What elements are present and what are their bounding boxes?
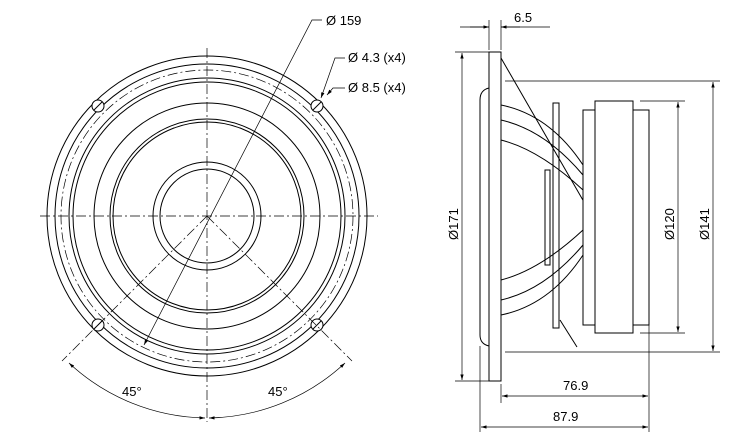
screw-leader (326, 87, 345, 96)
center-lines (40, 48, 378, 422)
cone-plate (552, 102, 560, 329)
dim-basket-dia: Ø141 (697, 208, 712, 240)
gasket (479, 87, 490, 347)
angle-lines (61, 215, 353, 362)
dim-screw-dia: Ø 8.5 (x4) (348, 80, 406, 95)
angle-left-label: 45° (122, 384, 142, 399)
screw-icon (91, 99, 105, 113)
dim-outer-dia: Ø 159 (326, 13, 361, 28)
dim-flange-thickness: 6.5 (514, 10, 532, 25)
dim-frame-dia: Ø171 (446, 208, 461, 240)
basket-arms (500, 104, 584, 316)
hole-leader (320, 57, 345, 99)
flange (488, 51, 502, 382)
front-view: Ø 159 Ø 4.3 (x4) Ø 8.5 (x4) 45° 45° (40, 13, 406, 422)
angle-right-label: 45° (268, 384, 288, 399)
dim-hole-dia: Ø 4.3 (x4) (348, 50, 406, 65)
terminal (559, 319, 578, 348)
dim-total-depth: 87.9 (553, 409, 578, 424)
front-plate (582, 109, 596, 326)
dim-depth-from-flange: 76.9 (563, 378, 588, 393)
screw-icon (310, 318, 324, 332)
back-plate (632, 109, 650, 326)
magnet (594, 100, 634, 334)
side-view: 6.5 Ø171 Ø120 Ø141 76.9 87.9 (446, 10, 720, 432)
voice-coil (544, 169, 551, 266)
dim-magnet-dia: Ø120 (662, 208, 677, 240)
screw-icon (310, 99, 324, 113)
dia-159-leader (143, 19, 322, 346)
angle-arc-right (208, 362, 346, 420)
angle-arc-left (68, 362, 206, 420)
